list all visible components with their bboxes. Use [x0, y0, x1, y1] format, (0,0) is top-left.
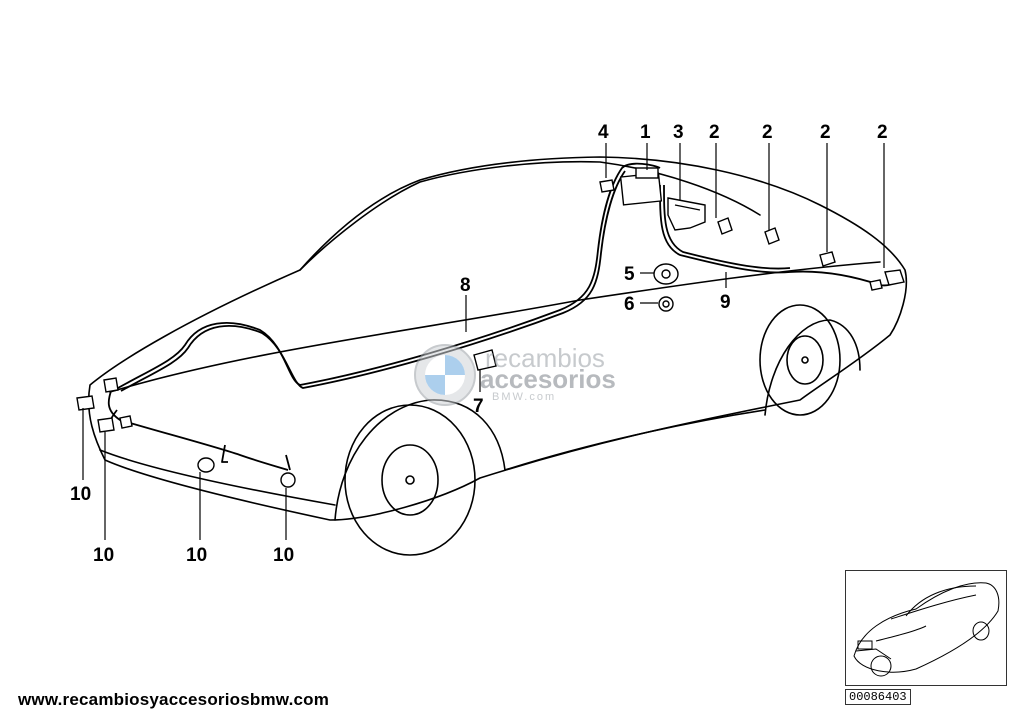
callout-7: 7 [473, 396, 484, 417]
front-wheel [344, 404, 476, 556]
callout-5: 5 [624, 264, 635, 285]
callout-3: 3 [673, 122, 684, 143]
callout-10c: 10 [186, 545, 207, 566]
footer-url[interactable]: www.recambiosyaccesoriosbmw.com [18, 690, 330, 709]
front-sensor-10c [197, 457, 215, 473]
callout-2a: 2 [709, 122, 720, 143]
rear-sensor-2b [764, 227, 780, 245]
callout-8: 8 [460, 275, 471, 296]
callout-2d: 2 [877, 122, 888, 143]
callout-2b: 2 [762, 122, 773, 143]
callout-2c: 2 [820, 122, 831, 143]
front-sensor-10b [97, 417, 115, 433]
rear-wheel [759, 304, 841, 416]
cable-harness-9 [659, 184, 901, 287]
callout-4: 4 [598, 122, 609, 143]
callout-10a: 10 [70, 484, 91, 505]
overview-thumbnail [845, 570, 1007, 686]
cable-harness-front [107, 387, 289, 471]
switch-7 [473, 349, 497, 371]
callout-1: 1 [640, 122, 651, 143]
rear-sensor-2c [819, 251, 836, 267]
watermark-line3: BMW.com [492, 391, 556, 403]
callout-6: 6 [624, 294, 635, 315]
watermark: recambios accesorios BMW.com [414, 343, 616, 406]
car-body-outline [87, 156, 908, 521]
rear-sensor-2d [884, 269, 905, 286]
car-thumbnail-icon [853, 582, 1000, 677]
callout-10d: 10 [273, 545, 294, 566]
diagram-number: 00086403 [845, 689, 911, 705]
rear-sensor-2a [717, 217, 733, 235]
rear-wheel-arch [764, 319, 861, 416]
watermark-line1: recambios [485, 343, 605, 373]
sensor-4 [599, 179, 615, 193]
bracket-3 [667, 197, 706, 231]
front-sensor-10d [280, 472, 296, 488]
window-line [299, 160, 761, 271]
bmw-roundel-icon [414, 344, 476, 406]
watermark-line2: accesorios [480, 364, 616, 394]
callout-9: 9 [720, 292, 731, 313]
front-sensor-10a [76, 395, 95, 411]
callout-10b: 10 [93, 545, 114, 566]
